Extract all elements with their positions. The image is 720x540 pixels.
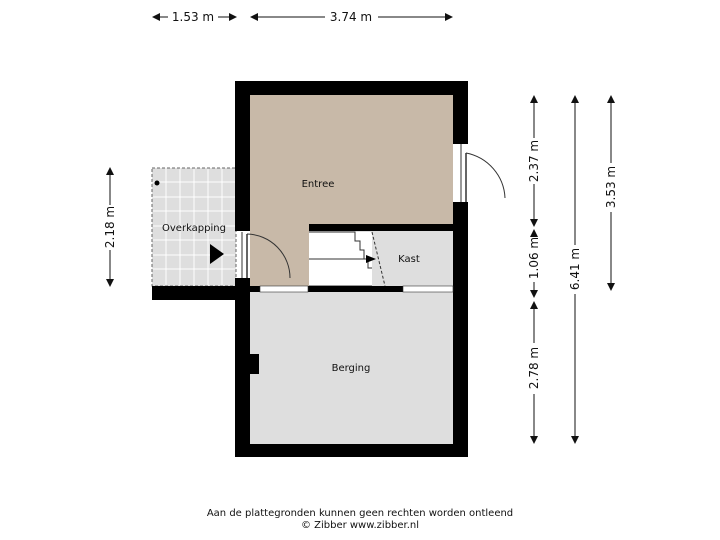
wall-niche xyxy=(250,354,259,374)
dimension-label: 1.06 m xyxy=(527,237,541,279)
post-marker xyxy=(154,180,160,186)
walls xyxy=(235,81,468,457)
door-left xyxy=(237,232,291,279)
overkapping-wall xyxy=(152,286,244,300)
overkapping-area xyxy=(151,167,244,300)
dimension-right-upper: 2.37 m xyxy=(527,95,541,227)
dimension-label: 2.37 m xyxy=(527,140,541,182)
dimension-right-outer: 3.53 m xyxy=(604,95,618,291)
entrance-arrow-icon xyxy=(210,244,224,264)
wall-top xyxy=(235,81,468,95)
dimension-top-right: 3.74 m xyxy=(250,10,453,24)
wall-bottom xyxy=(235,444,468,457)
opening-kast-berging xyxy=(402,285,454,293)
dimension-label: 2.78 m xyxy=(527,347,541,389)
dimension-top-left: 1.53 m xyxy=(152,10,237,24)
copyright-text: © Zibber www.zibber.nl xyxy=(300,520,420,531)
dimension-label: 3.74 m xyxy=(330,10,372,24)
dimension-label: 3.53 m xyxy=(604,166,618,208)
wall-left-lower xyxy=(235,278,250,456)
berging-floor xyxy=(250,292,453,445)
wall-middle xyxy=(250,286,453,292)
dimension-total-height: 6.41 m xyxy=(568,95,582,444)
dimension-left: 2.18 m xyxy=(103,167,117,287)
room-label-kast: Kast xyxy=(398,254,420,265)
wall-right-lower xyxy=(453,202,468,456)
dimension-right-lower: 2.78 m xyxy=(527,301,541,444)
dimension-label: 2.18 m xyxy=(103,206,117,248)
wall-left-upper xyxy=(235,81,250,231)
dimension-label: 6.41 m xyxy=(568,248,582,290)
room-label-overkapping: Overkapping xyxy=(162,223,226,234)
wall-kast-top xyxy=(309,224,453,231)
dimension-right-middle: 1.06 m xyxy=(527,229,541,298)
stair-arrow-icon xyxy=(366,255,376,263)
disclaimer-text: Aan de plattegronden kunnen geen rechten… xyxy=(206,508,514,519)
dimension-label: 1.53 m xyxy=(172,10,214,24)
opening-entree-berging xyxy=(259,285,309,293)
room-label-berging: Berging xyxy=(332,363,371,374)
room-label-entree: Entree xyxy=(302,179,335,190)
door-right xyxy=(455,144,506,202)
wall-right-upper xyxy=(453,81,468,144)
